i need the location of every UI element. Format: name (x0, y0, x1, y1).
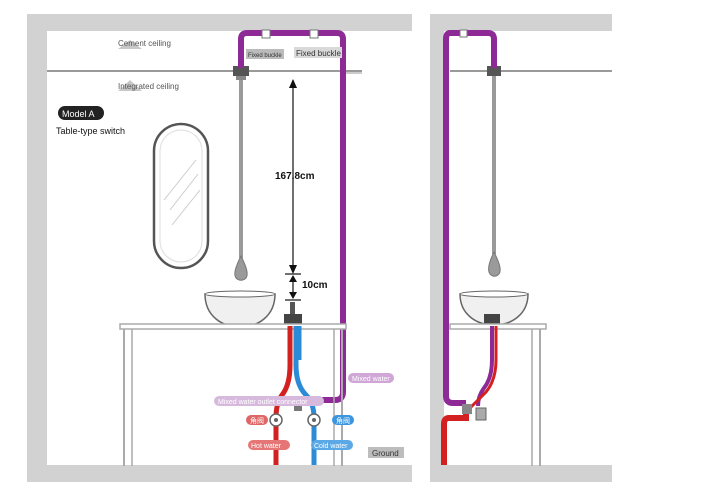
label-model: Model A (62, 109, 95, 119)
left-floor (27, 465, 412, 482)
right-room (430, 14, 612, 482)
label-cold-water: Cold water (314, 443, 348, 450)
label-switch-type: Table-type switch (56, 126, 125, 136)
left-basin (204, 290, 302, 328)
label-height-main: 167.8cm (275, 171, 315, 182)
fixed-buckle-right (309, 29, 319, 39)
mirror (152, 122, 210, 270)
label-cement-ceiling: Cement ceiling (118, 39, 171, 48)
label-height-gap: 10cm (302, 280, 328, 291)
right-floor (430, 465, 612, 482)
left-shower-rod (233, 66, 249, 281)
label-angle-valve-right: 角阀 (336, 416, 350, 425)
labels: Cement ceiling Fixed buckle Fixed buckle… (56, 39, 404, 458)
left-supply-pipes (269, 326, 321, 465)
label-fixed-buckle-small: Fixed buckle (248, 53, 282, 59)
right-counter (449, 323, 547, 466)
model-badge (58, 106, 104, 120)
right-supply-pipes (441, 326, 498, 465)
dimension-lines (285, 79, 301, 301)
right-shower-rod (487, 66, 501, 277)
label-fixed-buckle: Fixed buckle (296, 49, 341, 58)
left-ceiling-slab (27, 14, 412, 31)
label-hot-water: Hot water (251, 443, 282, 450)
left-wall (27, 14, 47, 482)
right-mixed-pipe (443, 29, 497, 406)
label-mixed-water: Mixed water (352, 376, 390, 383)
right-wall (430, 14, 444, 482)
right-basin (459, 290, 529, 326)
label-angle-valve-left: 角阀 (250, 416, 264, 425)
label-mixed-water-outlet: Mixed water outlet connector (218, 399, 308, 406)
left-room (27, 14, 412, 482)
label-integrated-ceiling: Integrated ceiling (118, 82, 179, 91)
right-ceiling-slab (430, 14, 612, 31)
fixed-buckle-left (261, 29, 271, 39)
label-ground: Ground (372, 449, 399, 458)
